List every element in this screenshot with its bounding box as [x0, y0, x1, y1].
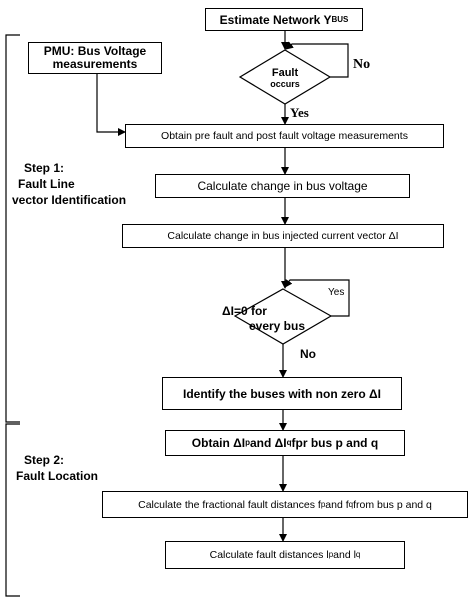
edge-label-no-fault: No [353, 57, 371, 72]
zero-decision-line2: every bus [248, 319, 306, 333]
step1-bracket [5, 34, 20, 423]
calc-voltage-change-box: Calculate change in bus voltage [155, 174, 410, 198]
zero-decision-line1: ΔI=0 for [222, 304, 267, 318]
step1-line3: vector Identification [12, 193, 127, 207]
edge-label-yes-fault: Yes [290, 105, 309, 120]
obtain-di-pre: Obtain ΔI [191, 436, 246, 450]
step1-line1: Step 1: [24, 161, 65, 175]
calc-fractional-pre: Calculate the fractional fault distances… [138, 498, 321, 511]
edge-yes-zero-loop [284, 278, 350, 317]
calc-fractional-mid: and f [325, 498, 349, 511]
calc-fractional-sub-q: q [348, 499, 354, 509]
fault-decision-label: Fault occurs [250, 68, 320, 90]
identify-buses-text: Identify the buses with non zero ΔI [183, 386, 381, 401]
edge-pmu-to-obtain [96, 73, 126, 136]
calc-fractional-sub-p: p [320, 499, 326, 509]
zero-decision-label: ΔI=0 for every bus [222, 304, 332, 334]
pmu-line2: measurements [52, 57, 138, 71]
calc-distances-mid: and l [333, 549, 356, 561]
fault-decision-line2: occurs [270, 79, 300, 89]
step2-line2: Fault Location [16, 469, 98, 483]
calc-distances-sub-q: q [355, 550, 361, 559]
edge-label-yes-zero: Yes [328, 287, 345, 298]
estimate-network-sub: BUS [331, 14, 349, 24]
edge-label-no-zero: No [300, 347, 316, 361]
estimate-network-text: Estimate Network Y [219, 12, 332, 27]
obtain-pre-post-box: Obtain pre fault and post fault voltage … [125, 124, 444, 148]
fault-decision-line1: Fault [271, 67, 299, 79]
calc-fractional-post: from bus p and q [353, 498, 432, 511]
pmu-line1: PMU: Bus Voltage [43, 44, 147, 58]
obtain-pre-post-text: Obtain pre fault and post fault voltage … [161, 130, 408, 142]
identify-buses-box: Identify the buses with non zero ΔI [162, 377, 402, 410]
pmu-box: PMU: Bus Voltage measurements [28, 42, 162, 74]
obtain-di-sub-p: p [245, 438, 250, 447]
edge-no-fault-loop [285, 41, 349, 78]
step2-label: Step 2: Fault Location [16, 452, 98, 484]
calc-voltage-change-text: Calculate change in bus voltage [197, 179, 368, 193]
calc-current-vector-box: Calculate change in bus injected current… [122, 224, 444, 248]
calc-fractional-box: Calculate the fractional fault distances… [102, 491, 468, 518]
step1-line2: Fault Line [18, 177, 75, 191]
step2-bracket [5, 423, 20, 597]
obtain-di-mid: and ΔI [249, 436, 287, 450]
calc-distances-pre: Calculate fault distances l [209, 549, 329, 561]
obtain-di-post: fpr bus p and q [291, 436, 379, 450]
step1-label: Step 1: Fault Line vector Identification [12, 160, 142, 208]
step2-line1: Step 2: [24, 453, 65, 467]
calc-current-vector-text: Calculate change in bus injected current… [167, 230, 399, 242]
obtain-di-sub-q: q [286, 438, 292, 447]
calc-distances-sub-p: p [328, 550, 334, 559]
